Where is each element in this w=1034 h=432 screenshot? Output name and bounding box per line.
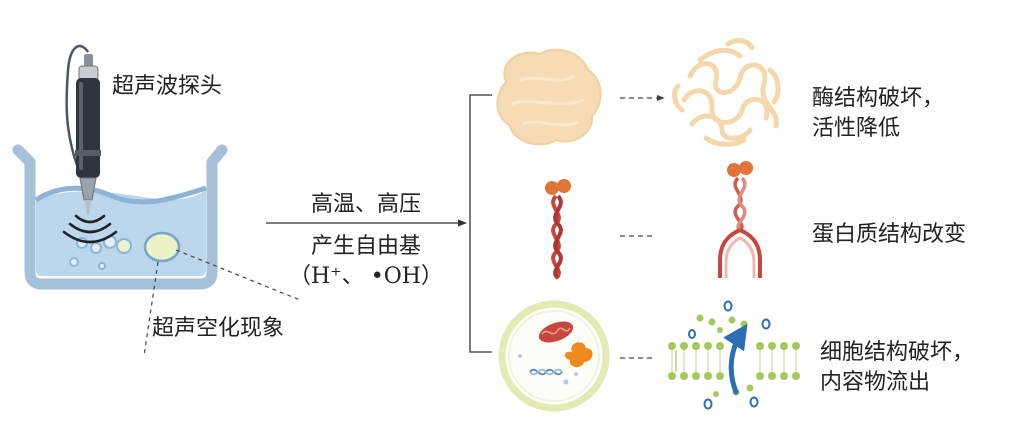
membrane-right [756,342,800,380]
probe-tip [79,177,97,201]
ultrasonic-probe [65,44,101,214]
water-wave [34,185,207,205]
enzyme-result-line2: 活性降低 [812,116,901,141]
condition-top-label: 高温、高压 [310,192,421,217]
cell-intact-icon [498,300,610,412]
water-body [36,190,206,276]
condition-bottom-label: 产生自由基 [310,234,421,259]
cell-membrane-broken-icon [668,300,800,410]
cell-result-line2: 内容物流出 [820,370,931,395]
protein-native-icon [545,179,571,280]
outflow-arrow [723,323,748,395]
sound-wave-icon [62,214,118,244]
protein-result-label: 蛋白质结构改变 [812,222,967,247]
probe-cable [65,44,90,169]
protein-unfolded-icon [718,161,762,278]
enzyme-denatured-icon [672,38,781,147]
cavitation-bubbles [69,231,181,270]
branch-bracket [469,94,492,353]
tank-wall [12,144,228,290]
ultrasonic-tank [12,144,228,290]
membrane-left [668,342,724,380]
cell-result-line1: 细胞结构破坏， [820,340,975,365]
enzyme-native-icon [496,48,602,146]
cavitation-leader-line [175,249,301,301]
enzyme-result-line1: 酶结构破坏， [812,86,945,111]
probe-label: 超声波探头 [112,74,223,99]
cavitation-label: 超声空化现象 [152,316,285,341]
condition-radicals-label: （H⁺、 •OH） [289,264,443,289]
